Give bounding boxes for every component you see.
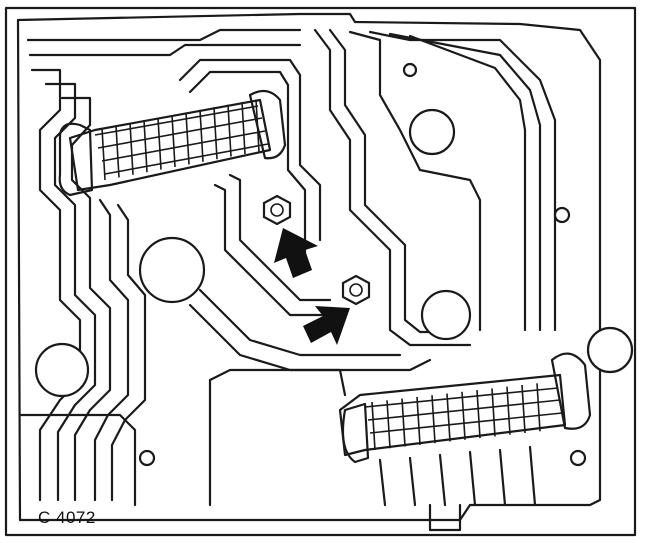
figure-caption: C 4072	[38, 508, 96, 527]
connector-rib	[416, 396, 421, 445]
socket-hole-left-mid	[138, 236, 206, 304]
small-hole-right	[553, 206, 571, 224]
connector-rib	[371, 401, 376, 451]
upper-left-connector	[58, 89, 287, 197]
lower-panel-outline	[18, 368, 347, 507]
left-trace-bundle	[26, 28, 302, 502]
connector-rib	[115, 125, 120, 178]
small-hole-bottom-right	[569, 449, 587, 467]
socket-hole-mid-right	[420, 289, 472, 341]
connector-rib	[521, 384, 526, 434]
connector-rib	[536, 383, 541, 432]
connector-rib	[213, 107, 218, 160]
lower-hex-nut	[341, 274, 371, 306]
arrow-icon-lower	[303, 306, 350, 345]
connector-rib	[129, 122, 134, 175]
socket-hole-upper-right	[408, 108, 456, 156]
connector-rib	[185, 112, 190, 165]
connector-rib	[431, 395, 436, 444]
socket-holes	[34, 62, 634, 467]
small-hole-bottom-left	[138, 449, 156, 467]
upper-hex-nut	[262, 194, 292, 226]
small-hole-top	[402, 62, 418, 78]
upper-trace-bundle	[178, 28, 557, 372]
connector-rib	[386, 400, 391, 449]
connector-rib	[506, 386, 511, 435]
connector-rib	[199, 109, 204, 162]
connector-rib	[241, 101, 246, 155]
connector-rib	[476, 390, 481, 439]
connector-rib	[101, 127, 106, 181]
connector-rib	[171, 114, 176, 168]
connector-rib	[461, 391, 466, 440]
socket-hole-left-low	[34, 342, 90, 398]
connector-rib	[157, 117, 162, 170]
connector-rib	[143, 120, 148, 173]
connector-rib	[227, 104, 232, 157]
lower-right-connector	[338, 352, 592, 532]
socket-hole-far-right	[586, 326, 634, 374]
connector-rib	[446, 393, 451, 442]
connector-rib	[401, 398, 406, 447]
connector-rib	[491, 388, 496, 437]
arrow-icon-upper	[274, 228, 318, 278]
